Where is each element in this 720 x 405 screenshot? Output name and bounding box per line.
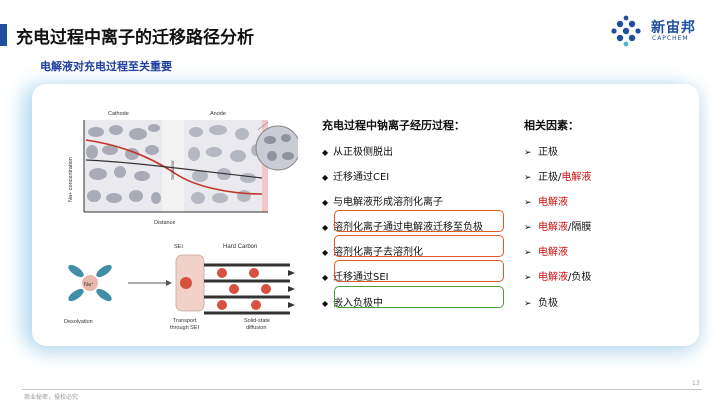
diamond-bullet-icon: ◆	[322, 223, 333, 232]
arrow-bullet-icon: ➢	[524, 299, 538, 309]
diffusion-label-2: diffusion	[246, 325, 266, 331]
diamond-bullet-icon: ◆	[322, 173, 333, 182]
process-step: ◆从正极侧脱出	[322, 143, 393, 158]
logo-text: 新宙邦	[651, 17, 696, 37]
factors-heading: 相关因素：	[524, 117, 579, 133]
anode-label: Anode	[210, 111, 226, 117]
factor-item: ➢电解液	[524, 243, 568, 258]
page-subtitle: 电解液对充电过程至关重要	[40, 58, 172, 74]
transport-label-2: through SEI	[170, 325, 200, 331]
footer-text: 商业秘密，侵权必究	[24, 392, 78, 401]
arrow-bullet-icon: ➢	[524, 248, 538, 258]
highlight-box	[334, 210, 504, 232]
diamond-bullet-icon: ◆	[322, 273, 333, 282]
diamond-bullet-icon: ◆	[322, 198, 333, 207]
factor-item: ➢负极	[524, 294, 558, 309]
arrow-bullet-icon: ➢	[524, 148, 538, 158]
page-title: 充电过程中离子的迁移路径分析	[16, 23, 254, 48]
desolvation-label: Desolvation	[64, 319, 93, 325]
arrow-bullet-icon: ➢	[524, 173, 538, 183]
sei-label: SEI	[174, 244, 183, 250]
factor-item: ➢正极/电解液	[524, 168, 591, 183]
highlight-box	[334, 260, 504, 282]
diffusion-label-1: Solid-state	[244, 318, 270, 324]
highlight-box	[334, 235, 504, 257]
arrow-bullet-icon: ➢	[524, 273, 538, 283]
footer-divider	[22, 389, 702, 390]
magnified-view	[256, 126, 298, 170]
x-axis-label: Distance	[154, 220, 175, 226]
diamond-bullet-icon: ◆	[322, 248, 333, 257]
y-axis-label: Na+ concentration	[68, 157, 74, 202]
arrow-bullet-icon: ➢	[524, 198, 538, 208]
page-number: 13	[692, 380, 700, 387]
concentration-profile-figure: Cathode Anode Separator Na+ concentratio…	[58, 102, 298, 232]
process-step: ◆迁移通过CEI	[322, 168, 389, 183]
diamond-bullet-icon: ◆	[322, 299, 333, 308]
cathode-label: Cathode	[108, 111, 129, 117]
transport-label-1: Transport	[173, 318, 197, 324]
factor-item: ➢电解液/隔膜	[524, 218, 591, 233]
factor-item: ➢正极	[524, 143, 558, 158]
logo-subtext: CAPCHEM	[652, 35, 689, 42]
title-accent-bar	[0, 24, 7, 46]
process-step: ◆与电解液形成溶剂化离子	[322, 193, 443, 208]
factor-item: ➢电解液	[524, 193, 568, 208]
ion-label: Na⁺	[84, 281, 94, 288]
factor-item: ➢电解液/负极	[524, 268, 591, 283]
diamond-bullet-icon: ◆	[322, 148, 333, 157]
highlight-box-green	[334, 286, 504, 308]
arrow-bullet-icon: ➢	[524, 223, 538, 233]
separator-label: Separator	[170, 160, 175, 180]
process-heading: 充电过程中钠离子经历过程：	[322, 117, 465, 133]
hard-carbon-label: Hard Carbon	[223, 244, 257, 250]
desolvation-figure: Na⁺ SEI Hard Carbon Desolvation Transpor…	[58, 233, 308, 333]
